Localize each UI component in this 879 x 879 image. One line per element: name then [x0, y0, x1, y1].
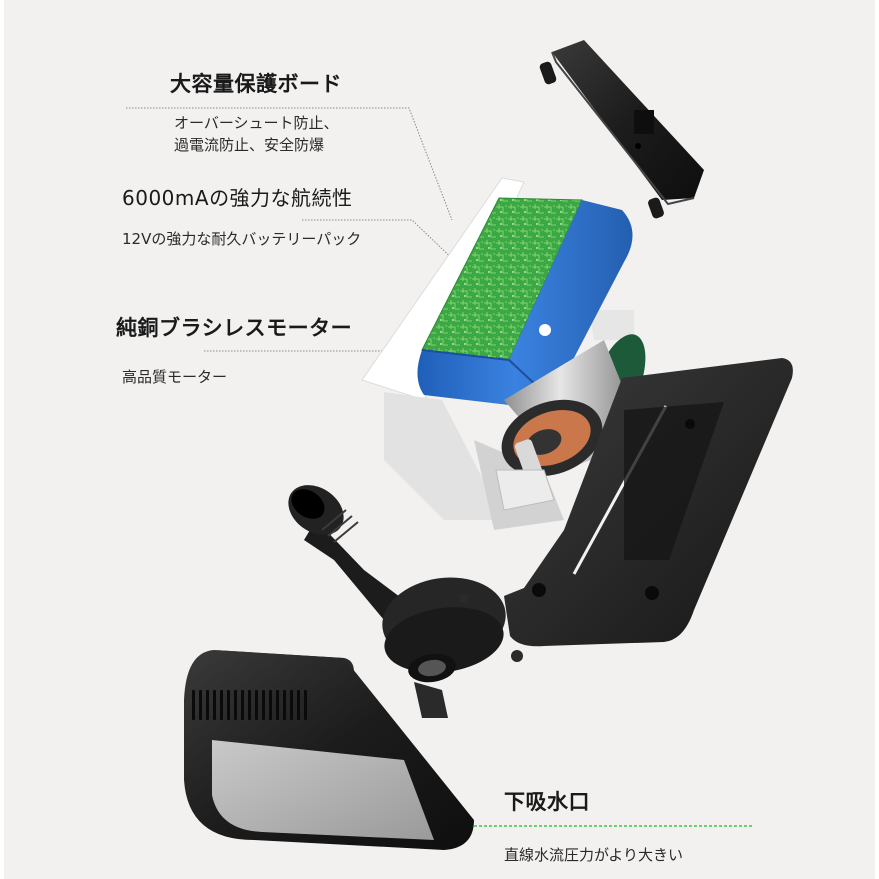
annotation-desc-protection-board: オーバーシュート防止、 過電流防止、安全防爆 — [174, 112, 339, 156]
annotation-title-battery: 6000mAの強力な航続性 — [122, 186, 353, 210]
leader-lines — [126, 107, 754, 827]
intake-filter-cover — [184, 650, 474, 850]
vent-slots-icon — [192, 690, 307, 720]
product-exploded-view: 大容量保護ボード オーバーシュート防止、 過電流防止、安全防爆 6000mAの強… — [4, 0, 875, 879]
pump-head-outlet — [288, 485, 523, 683]
annotation-desc-line: オーバーシュート防止、 — [174, 114, 339, 132]
annotation-title-intake: 下吸水口 — [504, 790, 590, 814]
annotation-desc-line: 高品質モーター — [122, 368, 228, 386]
annotation-desc-intake: 直線水流圧力がより大きい — [504, 844, 683, 866]
mounting-plate — [504, 358, 793, 647]
annotation-desc-motor: 高品質モーター — [122, 366, 227, 388]
annotation-desc-line: 12Vの強力な耐久バッテリーパック — [122, 230, 362, 248]
annotation-desc-line: 過電流防止、安全防爆 — [174, 136, 325, 154]
annotation-title-motor: 純銅ブラシレスモーター — [116, 316, 353, 340]
annotation-title-protection-board: 大容量保護ボード — [170, 72, 342, 96]
exploded-diagram — [126, 40, 793, 850]
annotation-desc-battery: 12Vの強力な耐久バッテリーパック — [122, 228, 361, 250]
annotation-desc-line: 直線水流圧力がより大きい — [504, 846, 683, 864]
top-cap — [539, 40, 704, 219]
